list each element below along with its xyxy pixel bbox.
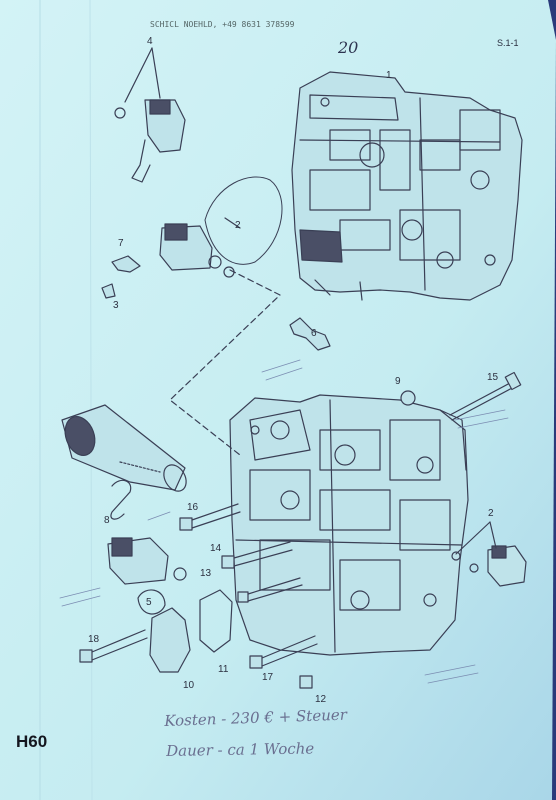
ring-9 [400,390,416,406]
stamp-marks [59,359,509,684]
bolt-14 [221,541,293,569]
lower-valve-body [229,394,469,656]
bolt-3 [101,283,116,299]
callout-2-left: 2 [235,220,241,231]
bolt-16 [179,503,241,531]
callout-18: 18 [88,634,100,645]
seal-outline [204,176,283,265]
callout-11: 11 [218,664,229,675]
gasket-11 [199,589,233,653]
callout-10: 10 [183,680,195,691]
accumulator [61,404,187,492]
bolt-15 [449,371,522,421]
fax-header: SCHICL NOEHLD, +49 8631 378599 [150,20,295,29]
callout-3: 3 [113,300,119,311]
callout-14: 14 [210,543,222,554]
clip-6 [289,317,331,351]
upper-valve-body [291,71,523,301]
bracket-7 [111,255,141,273]
callout-1: 1 [386,70,392,81]
handwritten-duration-note: Dauer - ca 1 Woche [166,739,315,760]
callout-12: 12 [315,694,327,705]
assembly-guide-line [169,269,281,456]
callout-2-right: 2 [488,508,494,519]
callout-7: 7 [118,238,124,249]
handwritten-page-number: 20 [338,38,359,57]
plate-10 [149,607,191,673]
solenoid-2-right [451,521,527,587]
callout-8: 8 [104,515,110,526]
solenoid-4 [114,47,186,183]
callout-6: 6 [311,328,317,339]
callout-17: 17 [262,672,274,683]
bolt-12 [299,675,313,689]
bolt-17 [249,635,318,669]
clip-8 [110,479,132,520]
model-code: H60 [16,732,48,751]
bolt-13 [237,577,303,603]
callout-13: 13 [200,568,212,579]
callout-15: 15 [487,372,499,383]
solenoid-2-left [159,223,235,278]
page-ref: S.1-1 [497,38,519,48]
callout-4: 4 [147,36,153,47]
solenoid-5 [107,537,187,615]
callout-5: 5 [146,597,152,608]
bolt-18 [79,629,148,663]
callout-9: 9 [395,376,401,387]
callout-16: 16 [187,502,199,513]
